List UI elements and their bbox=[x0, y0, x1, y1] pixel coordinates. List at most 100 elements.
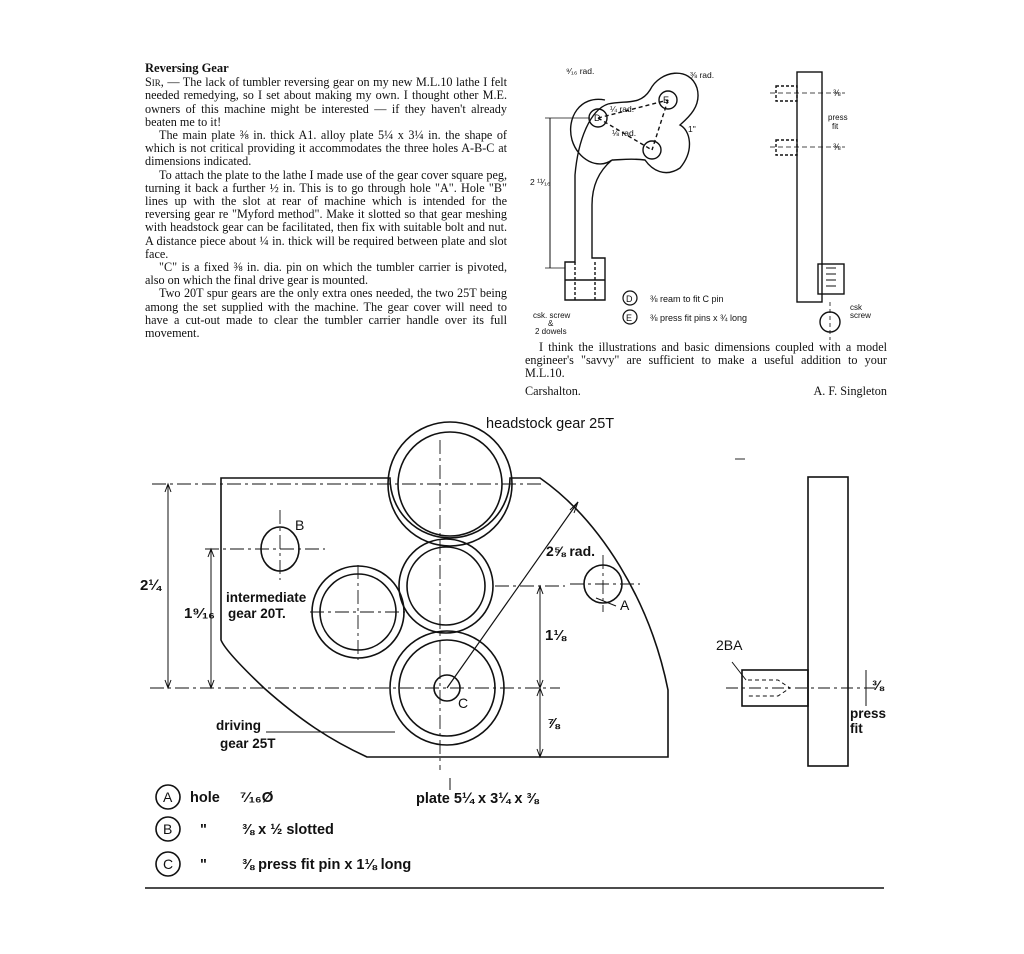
legend-b-spec: ⅜ x ½ slotted bbox=[242, 822, 334, 838]
legend-d-letter: D bbox=[626, 294, 633, 304]
centre-line bbox=[597, 99, 669, 119]
arrowheads bbox=[164, 482, 172, 690]
legend-a-circle bbox=[155, 784, 181, 810]
pin-lower bbox=[775, 139, 798, 156]
article-heading: Reversing Gear bbox=[145, 61, 229, 75]
legend-c-circle bbox=[155, 851, 181, 877]
closing-paragraph: I think the illustrations and basic dime… bbox=[525, 340, 887, 381]
legend-d-circle bbox=[622, 290, 638, 306]
headstock-label: headstock gear 25T bbox=[486, 416, 614, 432]
side-2ba-label: 2BA bbox=[716, 637, 743, 653]
radius-arrowhead bbox=[569, 501, 579, 514]
place: Carshalton. bbox=[525, 384, 581, 398]
article-paragraph: Two 20T spur gears are the only extra on… bbox=[145, 286, 507, 341]
label-b: B bbox=[295, 517, 304, 533]
plate-outline bbox=[220, 477, 669, 758]
screw-block bbox=[817, 263, 845, 295]
rad-label: 2⅝ rad. bbox=[546, 543, 595, 559]
label-d: D bbox=[594, 113, 601, 123]
label-a: A bbox=[620, 597, 630, 613]
article-paragraph: "C" is a fixed ⅜ in. dia. pin on which t… bbox=[145, 260, 507, 288]
label-e: E bbox=[663, 95, 669, 105]
carrier-outline bbox=[564, 98, 613, 301]
legend-d-note: ⅜ ream to fit C pin bbox=[650, 294, 724, 304]
main-side-view bbox=[726, 476, 875, 767]
legend-c-kind: " bbox=[200, 857, 207, 873]
main-plate-drawing bbox=[150, 421, 745, 790]
legend-e-circle bbox=[622, 309, 638, 325]
side-press-label: press bbox=[850, 706, 886, 721]
top-legend: D ⅜ ream to fit C pin E ⅜ press fit pins… bbox=[622, 290, 747, 325]
pin-upper bbox=[775, 85, 798, 102]
legend-c-spec: ⅜ press fit pin x 1⅛ long bbox=[242, 857, 411, 873]
author: A. F. Singleton bbox=[813, 384, 887, 398]
tumbler-side-labels: ⅜ ⅜ press fit csk screw bbox=[828, 88, 871, 320]
side-bar bbox=[796, 71, 823, 303]
csk-left-2: & bbox=[548, 319, 554, 328]
side-fit-label: fit bbox=[850, 721, 863, 736]
article-paragraph: The main plate ⅜ in. thick A1. alloy pla… bbox=[145, 128, 507, 169]
rad-1-4-label: ¼ rad. bbox=[610, 104, 634, 114]
csk-left-3: 2 dowels bbox=[535, 327, 567, 336]
intermediate-label-2: gear 20T. bbox=[228, 606, 286, 621]
driving-label-1: driving bbox=[216, 718, 261, 733]
legend-c-letter: C bbox=[163, 856, 173, 872]
legend-b-letter: B bbox=[163, 821, 172, 837]
side-plate bbox=[807, 476, 849, 767]
dim-7-8-label: ⅞ bbox=[547, 715, 561, 732]
legend-a-letter: A bbox=[163, 789, 173, 805]
salutation: Sir, bbox=[145, 75, 164, 90]
plate-label: plate 5¼ x 3¼ x ⅜ bbox=[416, 791, 539, 807]
csk-right-1: csk bbox=[850, 303, 863, 312]
rad-3-8-label: ⅜ rad. bbox=[690, 70, 714, 80]
radius-line bbox=[446, 501, 579, 689]
hole-e-lower bbox=[642, 140, 662, 160]
signature-row: Carshalton. A. F. Singleton bbox=[525, 384, 887, 399]
carrier-outline-upper bbox=[607, 72, 699, 174]
upper-idler-gear-inner bbox=[406, 546, 486, 626]
article-paragraph: To attach the plate to the lathe I made … bbox=[145, 167, 507, 261]
article-body: Reversing Gear Sir, — The lack of tumble… bbox=[145, 61, 507, 341]
paragraph-text: — The lack of tumbler reversing gear on … bbox=[145, 75, 508, 129]
2ba-leader bbox=[731, 661, 747, 681]
centre-line bbox=[651, 99, 669, 151]
intermediate-label-1: intermediate bbox=[226, 590, 307, 605]
dim-1-9-16-label: 1⁹⁄₁₆ bbox=[184, 605, 215, 622]
csk-right-2: screw bbox=[850, 311, 871, 320]
rad-9-16-label: ⁹⁄₁₆ rad. bbox=[566, 66, 594, 76]
side-3-8-label: ⅜ bbox=[872, 677, 885, 693]
arrowheads bbox=[536, 686, 544, 759]
label-c: C bbox=[458, 695, 468, 711]
dim-height-label: 2 ¹¹⁄₁₆ bbox=[530, 177, 550, 187]
arrowheads bbox=[207, 547, 215, 690]
legend-b-kind: " bbox=[200, 822, 207, 838]
dim-3-8-b: ⅜ bbox=[833, 142, 841, 152]
legend-e-note: ⅜ press fit pins x ¾ long bbox=[650, 313, 747, 323]
main-drawing-labels: headstock gear 25T 2⅝ rad. 2¼ 1⁹⁄₁₆ 1⅛ ⅞… bbox=[140, 416, 886, 807]
dim-3-8-a: ⅜ bbox=[833, 88, 841, 98]
screw-thread bbox=[826, 267, 836, 287]
rad-1-8-label: ⅛ rad. bbox=[612, 128, 636, 138]
article-paragraph: Sir, — The lack of tumbler reversing gea… bbox=[145, 76, 507, 129]
press-fit-2: fit bbox=[832, 122, 839, 131]
upper-idler-gear-outer bbox=[398, 538, 494, 634]
tumbler-side-view bbox=[770, 71, 845, 340]
dim-1-label: 1" bbox=[688, 124, 696, 134]
legend-e-letter: E bbox=[626, 313, 632, 323]
closing-text: I think the illustrations and basic dime… bbox=[525, 340, 887, 381]
bottom-legend: A hole ⁷⁄₁₆Ø B " ⅜ x ½ slotted C " ⅜ pre… bbox=[155, 784, 411, 877]
driving-label-2: gear 25T bbox=[220, 736, 276, 751]
hole-e-upper bbox=[658, 90, 678, 110]
legend-a-spec: ⁷⁄₁₆Ø bbox=[240, 789, 274, 806]
tumbler-carrier-labels: ⁹⁄₁₆ rad. ⅜ rad. ¼ rad. ⅛ rad. 1" 2 ¹¹⁄₁… bbox=[530, 66, 714, 336]
handle-knob bbox=[819, 311, 841, 333]
press-fit-1: press bbox=[828, 113, 848, 122]
a-leader bbox=[595, 597, 617, 607]
legend-b-circle bbox=[155, 816, 181, 842]
dim-1-1-8-label: 1⅛ bbox=[545, 627, 567, 644]
centre-line bbox=[597, 117, 653, 151]
dim-2-1-4-label: 2¼ bbox=[140, 577, 162, 594]
legend-a-kind: hole bbox=[190, 790, 220, 806]
csk-left-1: csk. screw bbox=[533, 311, 571, 320]
